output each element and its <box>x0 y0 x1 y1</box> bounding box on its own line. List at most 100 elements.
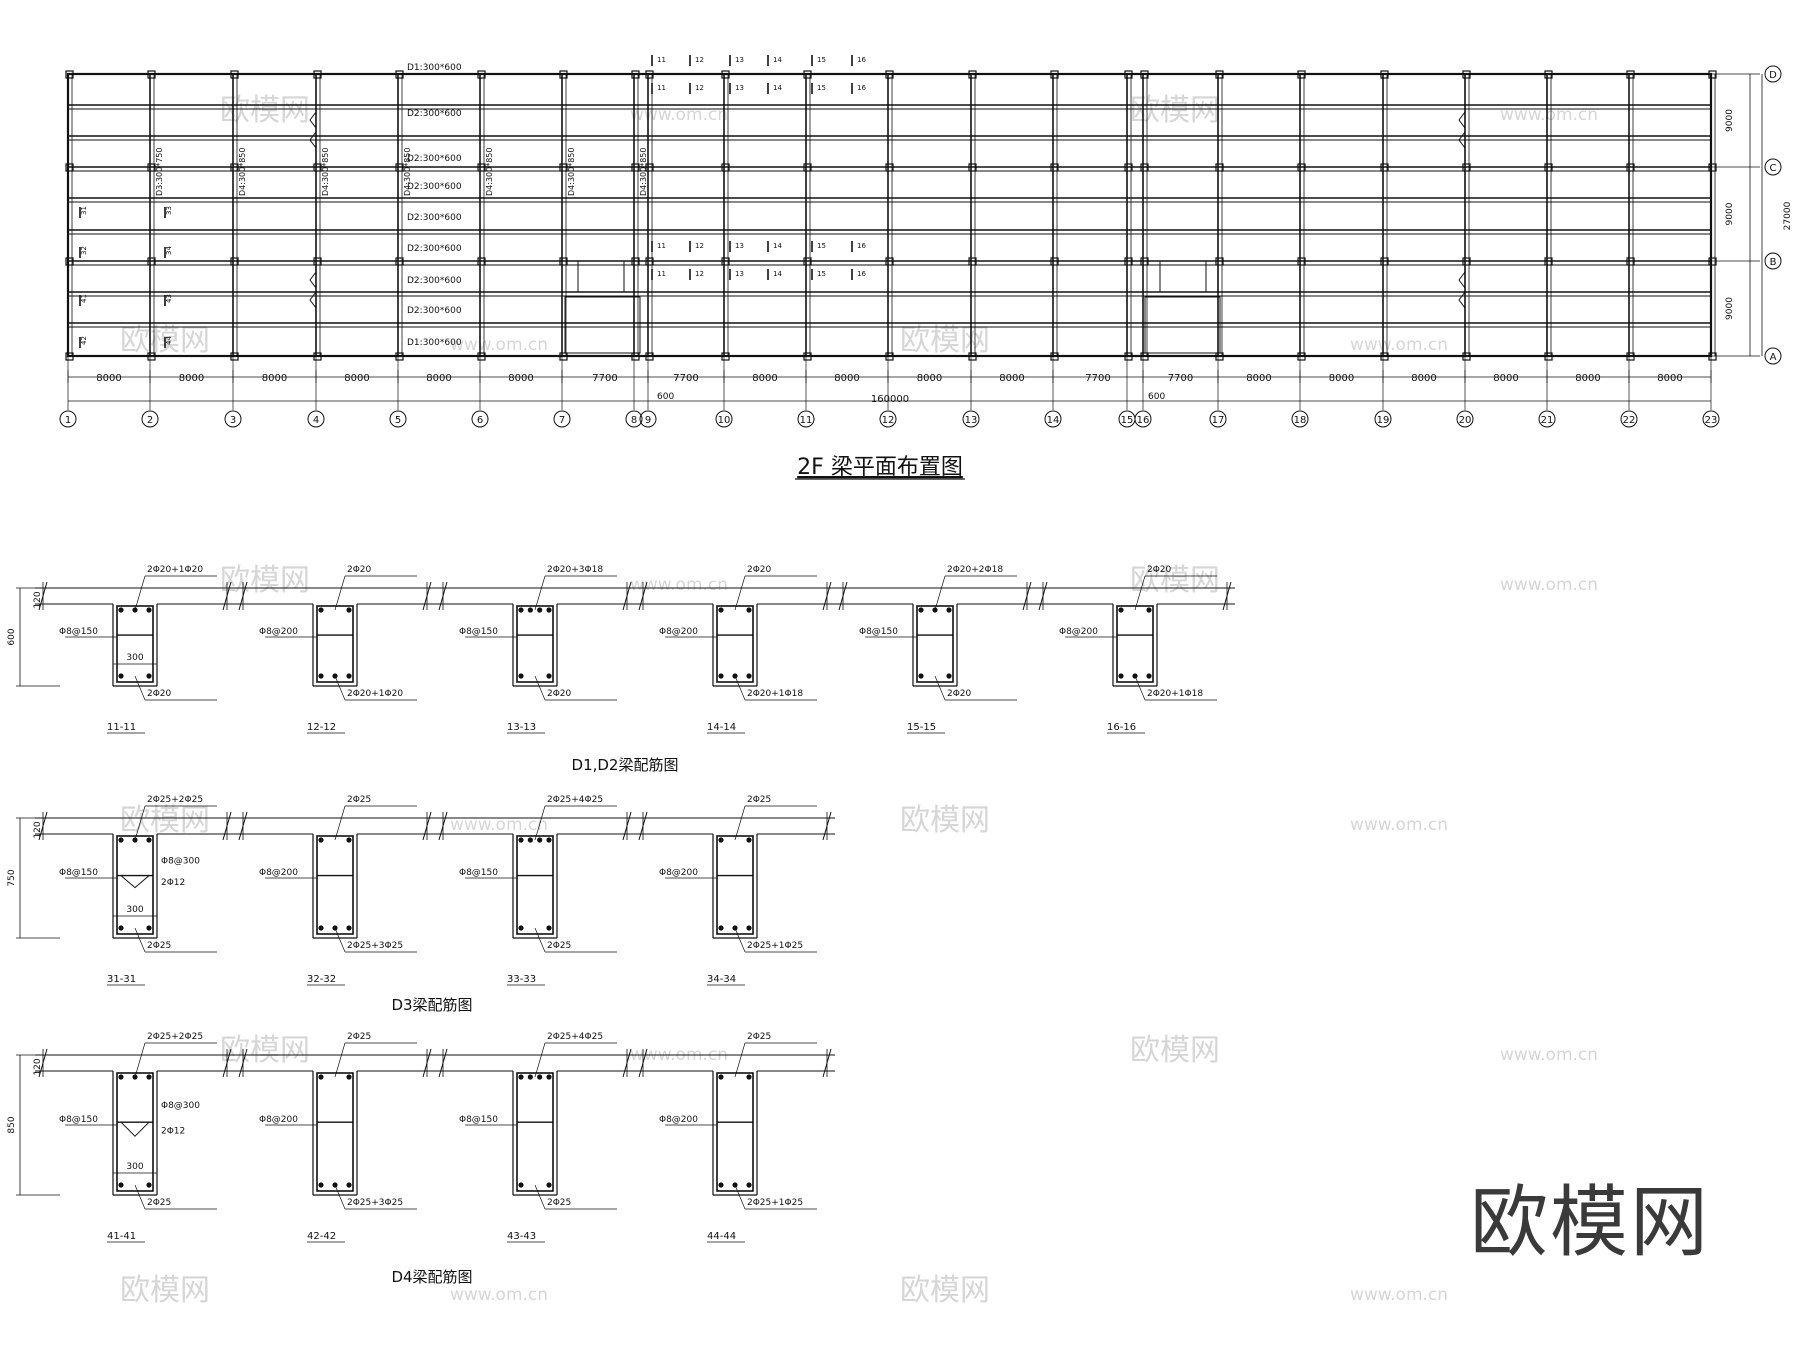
column-marker <box>1215 163 1224 172</box>
top-rebar-label: 2Φ25+4Φ25 <box>547 795 603 805</box>
grid-bubble <box>625 410 643 428</box>
column-marker <box>968 163 977 172</box>
leader-line <box>534 927 546 953</box>
column-marker <box>721 257 730 266</box>
top-rebar <box>746 1074 752 1080</box>
bottom-rebar-label: 2Φ20+1Φ20 <box>347 689 403 699</box>
grid-number: 7 <box>559 415 565 426</box>
column-marker <box>1297 352 1306 361</box>
top-rebar <box>518 607 524 613</box>
side-bar-label: 2Φ12 <box>161 878 185 888</box>
watermark-text: 欧模网 <box>1130 563 1220 598</box>
bottom-rebar <box>1146 673 1152 679</box>
grid-number: 4 <box>313 415 319 426</box>
tie-label: Φ8@300 <box>161 857 200 867</box>
bottom-rebar <box>746 1182 752 1188</box>
leader-line <box>134 927 146 953</box>
watermark-text: 欧模网 <box>1130 1033 1220 1068</box>
grid-bubble <box>471 410 489 428</box>
leader-line <box>134 1042 146 1078</box>
leader-line <box>134 805 146 841</box>
bottom-rebar <box>118 925 124 931</box>
watermark-text: www.om.cn <box>630 105 728 125</box>
column-marker <box>803 70 812 79</box>
column-marker <box>1380 352 1389 361</box>
bottom-rebar-label: 2Φ25 <box>147 941 171 951</box>
grid-number: 10 <box>718 415 731 426</box>
grid-bubble <box>1538 410 1556 428</box>
span-dimension: 8000 <box>1411 373 1436 384</box>
column-marker <box>1544 163 1553 172</box>
break-mark <box>1458 291 1466 309</box>
column-marker <box>559 70 568 79</box>
top-rebar <box>318 837 324 843</box>
break-mark <box>1458 271 1466 289</box>
top-rebar <box>527 837 533 843</box>
stirrup <box>916 605 954 683</box>
top-rebar <box>746 607 752 613</box>
stirrup-label: Φ8@150 <box>459 627 498 637</box>
column-marker <box>1462 163 1471 172</box>
grid-bubble <box>224 410 242 428</box>
top-rebar <box>118 607 124 613</box>
section-cut-label: 15 <box>817 270 826 278</box>
stirrup-label: Φ8@200 <box>659 1115 698 1125</box>
rotated-beam-label: D4:300*850 <box>639 148 648 196</box>
height-dimension: 850 <box>7 1116 17 1133</box>
section-cut-label: 31 <box>80 206 88 215</box>
slab-dimension: 120 <box>33 1058 43 1075</box>
column-marker <box>313 70 322 79</box>
section-cut-label: 16 <box>857 56 866 64</box>
column-marker <box>968 352 977 361</box>
watermark-text: 欧模网 <box>900 803 990 838</box>
section-name: 15-15 <box>907 722 936 733</box>
column-marker <box>477 70 486 79</box>
bottom-rebar <box>546 673 552 679</box>
slab-dimension: 120 <box>33 821 43 838</box>
grid-number: 2 <box>147 415 153 426</box>
span-dimension: 8000 <box>1493 373 1518 384</box>
top-rebar-label: 2Φ20+1Φ20 <box>147 565 203 575</box>
height-dimension: 600 <box>7 628 17 645</box>
top-rebar <box>346 1074 352 1080</box>
grid-bubble <box>1456 410 1474 428</box>
bottom-rebar-label: 2Φ20 <box>147 689 172 699</box>
bottom-rebar <box>918 673 924 679</box>
tie-hook <box>120 1121 150 1137</box>
span-dimension: 7700 <box>1168 373 1193 384</box>
grid-number: 22 <box>1623 415 1636 426</box>
section-cut-label: 14 <box>773 242 782 250</box>
section-name: 31-31 <box>107 974 136 985</box>
grid-number: 13 <box>965 415 978 426</box>
rotated-beam-label: D4:300*850 <box>403 148 412 196</box>
top-rebar <box>518 837 524 843</box>
column-marker <box>559 163 568 172</box>
vertical-span: 9000 <box>1725 109 1735 132</box>
watermark-text: www.om.cn <box>1350 815 1448 835</box>
top-rebar-label: 2Φ20+3Φ18 <box>547 565 603 575</box>
section-cut-label: 44 <box>165 336 173 345</box>
beam-sections: 2Φ20+1Φ20Φ8@1502Φ2011-112Φ20Φ8@2002Φ20+1… <box>7 565 1235 1243</box>
stirrup-label: Φ8@150 <box>59 1115 98 1125</box>
group2-title: D3梁配筋图 <box>391 996 472 1014</box>
rotated-beam-label: D4:300*850 <box>567 148 576 196</box>
column-marker <box>477 163 486 172</box>
bottom-rebar <box>518 925 524 931</box>
leader-line <box>734 927 746 953</box>
leader-line <box>334 575 346 611</box>
grid-number: 17 <box>1212 415 1225 426</box>
joint-dimension: 600 <box>1148 392 1165 402</box>
column-marker <box>645 257 654 266</box>
grid-number: 14 <box>1047 415 1060 426</box>
top-rebar <box>537 1074 543 1080</box>
column-marker <box>1544 352 1553 361</box>
grid-bubble <box>797 410 815 428</box>
bottom-rebar <box>718 1182 724 1188</box>
bottom-rebar <box>718 673 724 679</box>
bottom-rebar <box>118 673 124 679</box>
leader-line <box>734 575 746 611</box>
stirrup-label: Φ8@150 <box>59 868 98 878</box>
grid-letter: B <box>1770 257 1777 268</box>
column-marker <box>1124 257 1133 266</box>
section-cut-label: 14 <box>773 270 782 278</box>
